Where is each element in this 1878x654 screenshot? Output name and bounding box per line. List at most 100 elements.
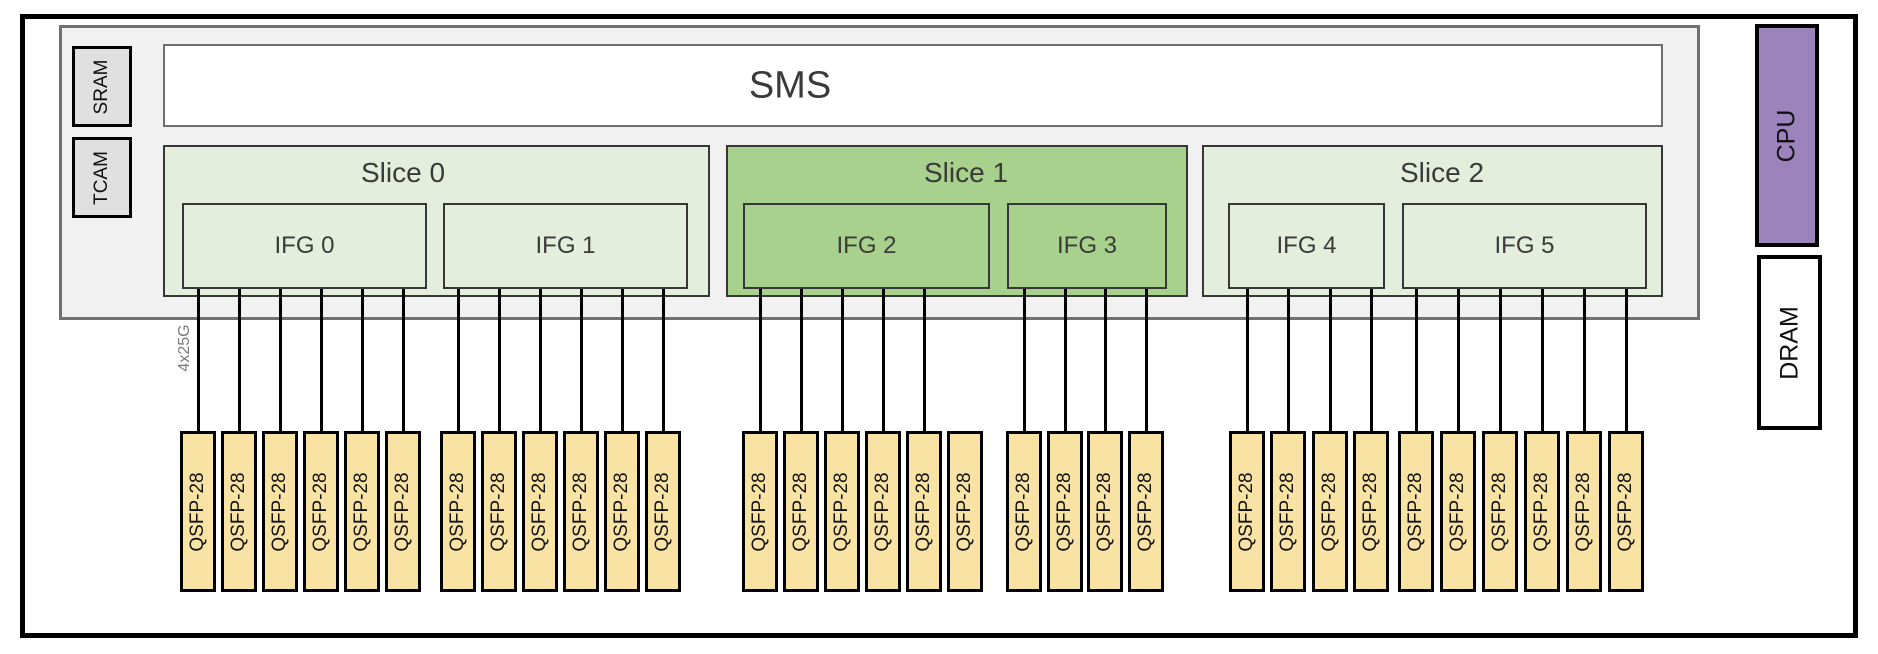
- slice-label: Slice 0: [360, 157, 446, 188]
- qsfp-label: QSFP-28: [954, 471, 975, 552]
- sms-label: SMS: [748, 64, 832, 106]
- qsfp-label: QSFP-28: [310, 471, 331, 552]
- port-link-line: [1286, 289, 1290, 431]
- port-link-line: [1414, 289, 1418, 431]
- port-link-line: [456, 289, 460, 431]
- qsfp-label: QSFP-28: [1405, 471, 1426, 552]
- qsfp-label: QSFP-28: [790, 471, 811, 552]
- qsfp-label: QSFP-28: [570, 471, 591, 552]
- port-link-line: [881, 289, 885, 431]
- qsfp-module: QSFP-28: [947, 431, 983, 592]
- ifg-label: IFG 1: [535, 232, 596, 259]
- ifg-box: IFG 2: [743, 203, 990, 289]
- qsfp-label: QSFP-28: [611, 471, 632, 552]
- qsfp-module: QSFP-28: [824, 431, 860, 592]
- slice-label: Slice 1: [923, 157, 1009, 188]
- port-link-line: [579, 289, 583, 431]
- qsfp-module: QSFP-28: [1270, 431, 1306, 592]
- cpu-label: CPU: [1772, 109, 1801, 162]
- tcam-box: TCAM: [72, 137, 132, 218]
- ifg-label: IFG 3: [1056, 232, 1117, 259]
- qsfp-label: QSFP-28: [872, 471, 893, 552]
- ifg-label: IFG 0: [274, 232, 335, 259]
- port-link-line: [1022, 289, 1026, 431]
- port-link-line: [840, 289, 844, 431]
- qsfp-label: QSFP-28: [913, 471, 934, 552]
- qsfp-module: QSFP-28: [1566, 431, 1602, 592]
- ifg-box: IFG 0: [182, 203, 427, 289]
- port-link-line: [922, 289, 926, 431]
- port-link-line: [1498, 289, 1502, 431]
- qsfp-module: QSFP-28: [1087, 431, 1123, 592]
- port-link-line: [799, 289, 803, 431]
- qsfp-module: QSFP-28: [440, 431, 476, 592]
- qsfp-label: QSFP-28: [1277, 471, 1298, 552]
- ifg-label: IFG 2: [836, 232, 897, 259]
- slice-label: Slice 2: [1399, 157, 1485, 188]
- ifg-box: IFG 3: [1007, 203, 1167, 289]
- qsfp-label: QSFP-28: [1013, 471, 1034, 552]
- port-link-line: [497, 289, 501, 431]
- qsfp-module: QSFP-28: [344, 431, 380, 592]
- port-link-line: [758, 289, 762, 431]
- qsfp-label: QSFP-28: [1135, 471, 1156, 552]
- qsfp-label: QSFP-28: [1236, 471, 1257, 552]
- qsfp-label: QSFP-28: [488, 471, 509, 552]
- ifg-box: IFG 4: [1228, 203, 1385, 289]
- port-link-line: [196, 289, 200, 431]
- qsfp-label: QSFP-28: [351, 471, 372, 552]
- qsfp-label: QSFP-28: [1489, 471, 1510, 552]
- qsfp-label: QSFP-28: [269, 471, 290, 552]
- qsfp-label: QSFP-28: [1447, 471, 1468, 552]
- dram-box: DRAM: [1757, 255, 1822, 430]
- qsfp-label: QSFP-28: [1054, 471, 1075, 552]
- port-link-line: [1328, 289, 1332, 431]
- qsfp-label: QSFP-28: [1573, 471, 1594, 552]
- qsfp-module: QSFP-28: [522, 431, 558, 592]
- qsfp-module: QSFP-28: [1047, 431, 1083, 592]
- sms-box: SMS: [163, 44, 1663, 127]
- qsfp-module: QSFP-28: [303, 431, 339, 592]
- qsfp-label: QSFP-28: [1319, 471, 1340, 552]
- port-link-line: [1245, 289, 1249, 431]
- qsfp-module: QSFP-28: [1006, 431, 1042, 592]
- qsfp-label: QSFP-28: [187, 471, 208, 552]
- qsfp-module: QSFP-28: [262, 431, 298, 592]
- qsfp-label: QSFP-28: [529, 471, 550, 552]
- cpu-box: CPU: [1755, 24, 1819, 247]
- tcam-label: TCAM: [91, 150, 112, 205]
- qsfp-module: QSFP-28: [1229, 431, 1265, 592]
- qsfp-module: QSFP-28: [1353, 431, 1389, 592]
- qsfp-module: QSFP-28: [1128, 431, 1164, 592]
- port-link-line: [278, 289, 282, 431]
- port-link-line: [401, 289, 405, 431]
- qsfp-module: QSFP-28: [1440, 431, 1476, 592]
- qsfp-module: QSFP-28: [865, 431, 901, 592]
- qsfp-module: QSFP-28: [1608, 431, 1644, 592]
- qsfp-label: QSFP-28: [831, 471, 852, 552]
- port-link-line: [1624, 289, 1628, 431]
- qsfp-module: QSFP-28: [180, 431, 216, 592]
- qsfp-label: QSFP-28: [652, 471, 673, 552]
- qsfp-module: QSFP-28: [385, 431, 421, 592]
- qsfp-label: QSFP-28: [1615, 471, 1636, 552]
- ifg-label: IFG 4: [1276, 232, 1337, 259]
- qsfp-module: QSFP-28: [604, 431, 640, 592]
- qsfp-module: QSFP-28: [742, 431, 778, 592]
- port-link-line: [1063, 289, 1067, 431]
- link-speed-label: 4x25G: [176, 324, 193, 372]
- port-link-line: [1540, 289, 1544, 431]
- qsfp-module: QSFP-28: [645, 431, 681, 592]
- port-link-line: [237, 289, 241, 431]
- qsfp-module: QSFP-28: [221, 431, 257, 592]
- ifg-box: IFG 1: [443, 203, 688, 289]
- sram-label: SRAM: [91, 59, 112, 114]
- port-link-line: [538, 289, 542, 431]
- port-link-line: [620, 289, 624, 431]
- qsfp-label: QSFP-28: [447, 471, 468, 552]
- qsfp-module: QSFP-28: [481, 431, 517, 592]
- port-link-line: [1369, 289, 1373, 431]
- port-link-line: [319, 289, 323, 431]
- port-link-line: [1456, 289, 1460, 431]
